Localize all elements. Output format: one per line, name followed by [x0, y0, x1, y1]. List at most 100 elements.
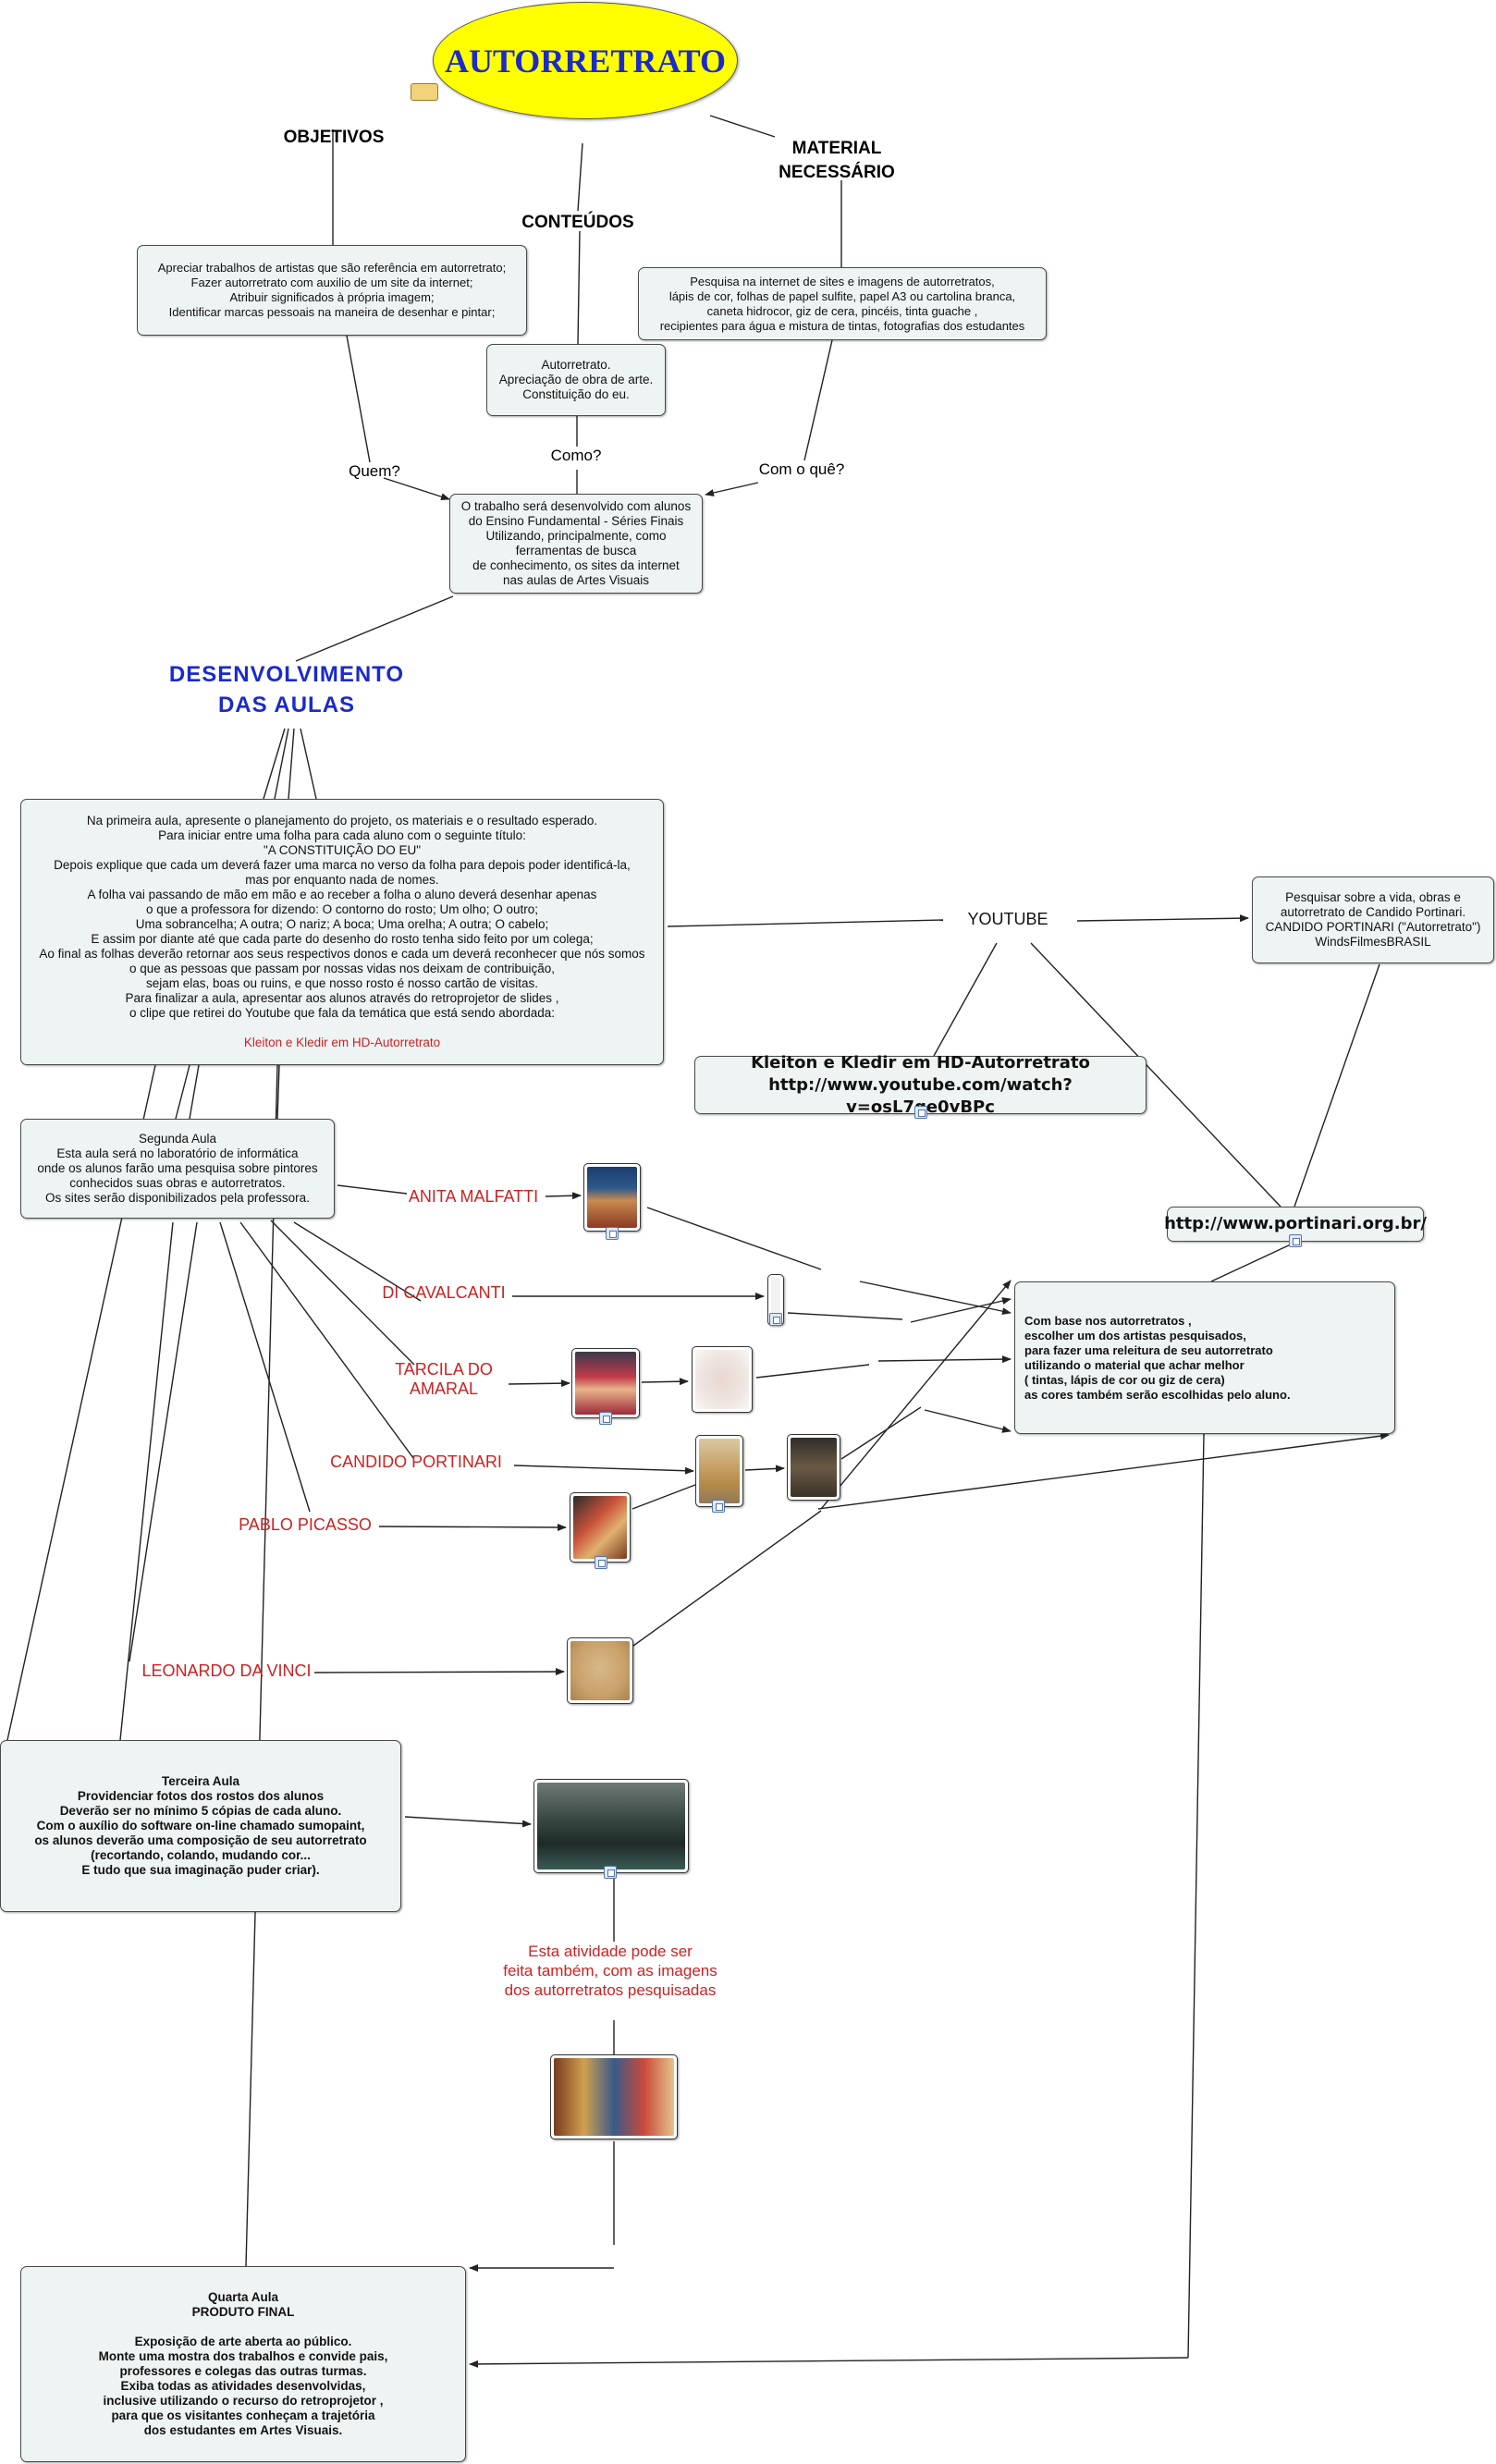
tarcila-reinterpretation-image	[695, 1350, 749, 1409]
connector-line	[709, 115, 776, 138]
tarcila-attachment-icon[interactable]	[599, 1412, 612, 1425]
connector-line	[933, 942, 998, 1057]
connector-line	[787, 1312, 903, 1320]
connector-line	[346, 335, 371, 463]
header-material: MATERIAL NECESSÁRIO	[779, 139, 895, 182]
artist-pablo-picasso[interactable]: PABLO PICASSO	[239, 1515, 372, 1534]
connector-line	[924, 1409, 1012, 1433]
connector-line	[274, 728, 289, 800]
picasso-portrait-image	[573, 1496, 627, 1559]
box-releitura[interactable]: Com base nos autorretratos , escolher um…	[1014, 1281, 1395, 1434]
connector-line	[313, 1668, 565, 1676]
title-attachment-icon[interactable]	[411, 83, 438, 101]
connector-line	[270, 1220, 415, 1366]
label-atividade: Esta atividade pode ser feita também, co…	[503, 1943, 717, 1999]
box-primeira-aula[interactable]: Na primeira aula, apresente o planejamen…	[20, 799, 664, 1065]
connector-line	[288, 728, 295, 800]
connector-line	[239, 1221, 414, 1459]
portinari-url-attachment-icon[interactable]	[1289, 1234, 1302, 1247]
header-desenvolvimento: DESENVOLVIMENTO DAS AULAS	[168, 662, 405, 717]
box-trabalho[interactable]: O trabalho será desenvolvido com alunos …	[449, 494, 703, 594]
connector-line	[337, 1184, 408, 1195]
connector-line	[383, 477, 450, 501]
connector-line	[705, 482, 759, 496]
thumb-tarcila-2[interactable]	[692, 1346, 753, 1413]
label-youtube[interactable]: YOUTUBE	[967, 910, 1048, 928]
thumb-sumopaint-composition[interactable]	[533, 1779, 689, 1873]
header-objetivos: OBJETIVOS	[283, 128, 385, 147]
thumb-portinari-2[interactable]	[787, 1434, 840, 1501]
artist-anita-malfatti[interactable]: ANITA MALFATTI	[408, 1187, 539, 1206]
picasso-attachment-icon[interactable]	[595, 1556, 607, 1569]
header-conteudos: CONTEÚDOS	[521, 213, 634, 232]
box-quarta-aula[interactable]: Quarta Aula PRODUTO FINAL Exposição de a…	[20, 2266, 466, 2462]
connector-line	[295, 595, 454, 662]
thumb-portinari-1[interactable]	[695, 1435, 743, 1507]
connector-line	[910, 1297, 1012, 1323]
connector-line	[820, 1280, 1012, 1510]
question-quem: Quem?	[349, 462, 400, 480]
box-pesquisar-portinari[interactable]: Pesquisar sobre a vida, obras e autorret…	[1252, 876, 1494, 963]
box-conteudos[interactable]: Autorretrato. Apreciação de obra de arte…	[486, 344, 666, 416]
title-text: AUTORRETRATO	[444, 42, 727, 80]
di-cavalcanti-image	[771, 1278, 780, 1322]
connector-line	[129, 1221, 198, 1662]
connector-line	[378, 1523, 567, 1531]
thumb-collage-portraits[interactable]	[550, 2054, 678, 2139]
box-material[interactable]: Pesquisa na internet de sites e imagens …	[638, 267, 1047, 340]
connector-line	[859, 1281, 1012, 1316]
box-segunda-aula[interactable]: Segunda Aula Esta aula será no laboratór…	[20, 1119, 335, 1219]
connector-line	[1294, 963, 1380, 1207]
thumb-anita-malfatti[interactable]	[583, 1163, 641, 1232]
artist-tarcila-do-amaral[interactable]: TARCILA DO AMARAL	[395, 1360, 493, 1398]
box-portinari-url[interactable]: http://www.portinari.org.br/	[1164, 1207, 1427, 1242]
sumopaint-composition-image	[537, 1783, 685, 1869]
box-objetivos[interactable]: Apreciar trabalhos de artistas que são r…	[137, 245, 527, 336]
connector-line	[641, 1378, 689, 1386]
connector-line	[276, 1064, 280, 1120]
artist-leonardo-da-vinci[interactable]: LEONARDO DA VINCI	[141, 1661, 312, 1680]
connector-line	[646, 1207, 822, 1270]
question-como: Como?	[550, 447, 602, 464]
thumb-tarcila-1[interactable]	[571, 1348, 640, 1418]
connector-line	[300, 728, 317, 800]
box-kleiton-video[interactable]: Kleiton e Kledir em HD-Autorretrato http…	[694, 1053, 1147, 1117]
kleiton-attachment-icon[interactable]	[914, 1106, 927, 1119]
connector-line	[840, 1406, 922, 1460]
connector-line	[219, 1221, 311, 1513]
connector-line	[119, 1221, 174, 1741]
box-terceira-aula[interactable]: Terceira Aula Providenciar fotos dos ros…	[0, 1740, 401, 1912]
portinari-selfportrait-image	[791, 1438, 837, 1497]
connector-line	[803, 339, 833, 461]
thumb-pablo-picasso[interactable]	[570, 1492, 631, 1563]
connector-line	[293, 1221, 422, 1302]
connector-line	[469, 2357, 1189, 2368]
connector-line	[667, 919, 944, 927]
connector-line	[175, 1064, 190, 1120]
artist-candido-portinari[interactable]: CANDIDO PORTINARI	[330, 1453, 502, 1471]
thumb-leonardo-da-vinci[interactable]	[567, 1637, 633, 1704]
di-attachment-icon[interactable]	[769, 1313, 782, 1326]
primeira-aula-text: Na primeira aula, apresente o planejamen…	[39, 814, 645, 1020]
connector-line	[189, 1064, 200, 1120]
title-ellipse[interactable]: AUTORRETRATO	[433, 2, 738, 119]
connector-line	[755, 1364, 870, 1379]
collage-portraits-image	[554, 2058, 674, 2136]
primeira-aula-link[interactable]: Kleiton e Kledir em HD-Autorretrato	[243, 1036, 441, 1049]
anita-portrait-image	[587, 1167, 637, 1228]
connector-line	[744, 1465, 785, 1473]
connector-line	[545, 1192, 582, 1200]
sumopaint-attachment-icon[interactable]	[604, 1866, 617, 1879]
connector-line	[632, 1484, 696, 1510]
tarcila-portrait-image	[575, 1352, 636, 1415]
portinari-attachment-icon[interactable]	[712, 1500, 725, 1513]
artist-di-cavalcanti[interactable]: DI CAVALCANTI	[382, 1283, 506, 1302]
connector-line	[1076, 914, 1249, 923]
anita-attachment-icon[interactable]	[606, 1227, 619, 1240]
davinci-drawing-image	[570, 1641, 630, 1700]
question-com-o-que: Com o quê?	[758, 460, 845, 478]
portinari-photo-image	[699, 1439, 740, 1503]
connector-line	[404, 1816, 532, 1828]
